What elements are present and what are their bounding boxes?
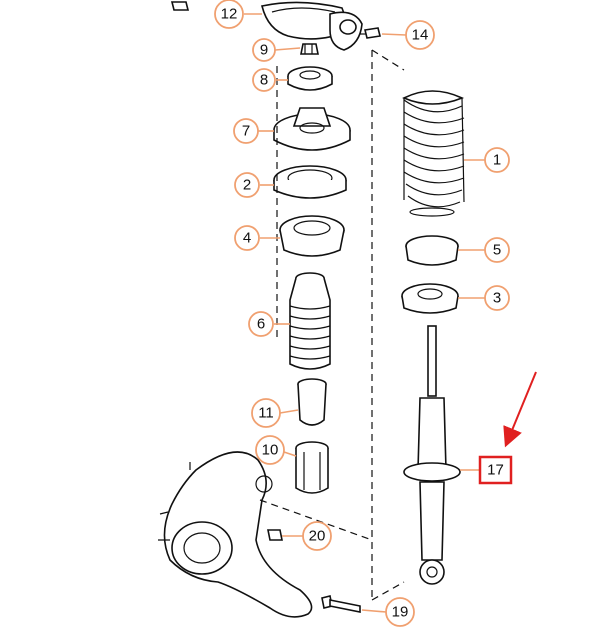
spring-seat-upper xyxy=(273,165,347,199)
callout-label: 7 xyxy=(242,123,250,140)
shock-absorber xyxy=(403,325,461,585)
highlighted-part-17: 17 xyxy=(478,455,513,485)
assembly-line-diagonal xyxy=(371,49,405,601)
strut-mount xyxy=(261,1,363,51)
coil-spring xyxy=(402,90,465,217)
highlight-label: 17 xyxy=(487,462,504,479)
spring-seat-lower xyxy=(405,235,459,266)
callout-label: 19 xyxy=(392,604,409,621)
callout-label: 4 xyxy=(243,230,251,247)
upper-spring-plate xyxy=(273,107,351,151)
callout-label: 9 xyxy=(260,42,268,59)
callout-label: 3 xyxy=(493,290,501,307)
callout-label: 1 xyxy=(493,152,501,169)
knuckle-nut xyxy=(267,529,283,541)
callout-6: 6 xyxy=(248,311,274,337)
callout-label: 5 xyxy=(493,242,501,259)
callout-label: 20 xyxy=(309,528,326,545)
lower-spring-plate xyxy=(401,283,459,314)
callout-20: 20 xyxy=(302,521,332,551)
callout-label: 8 xyxy=(260,72,268,89)
damper-bushing xyxy=(295,441,329,494)
callout-label: 2 xyxy=(243,177,251,194)
callout-1: 1 xyxy=(484,147,510,173)
upper-nut xyxy=(170,1,190,11)
protective-cap-ring xyxy=(279,215,345,257)
steering-knuckle xyxy=(158,451,313,618)
callout-5: 5 xyxy=(484,237,510,263)
callout-3: 3 xyxy=(484,285,510,311)
assembly-line-knuckle xyxy=(259,499,373,541)
callout-8: 8 xyxy=(252,68,276,92)
strut-bearing xyxy=(287,66,333,91)
callout-label: 12 xyxy=(221,6,238,23)
callout-7: 7 xyxy=(233,118,259,144)
callout-19: 19 xyxy=(385,597,415,627)
callout-4: 4 xyxy=(234,225,260,251)
callout-11: 11 xyxy=(251,398,281,428)
stop-buffer xyxy=(297,378,327,426)
pointer-arrow xyxy=(503,371,537,448)
callout-14: 14 xyxy=(405,20,435,50)
callout-9: 9 xyxy=(252,38,276,62)
mount-bolt xyxy=(360,27,381,39)
callout-label: 6 xyxy=(257,316,265,333)
callout-2: 2 xyxy=(234,172,260,198)
callout-12: 12 xyxy=(214,0,244,29)
protective-bellows xyxy=(289,272,331,370)
leader-lines xyxy=(244,13,490,613)
self-locking-nut xyxy=(300,43,319,55)
callout-label: 10 xyxy=(262,442,279,459)
callout-10: 10 xyxy=(255,435,285,465)
knuckle-bolt xyxy=(321,595,361,613)
callout-label: 11 xyxy=(258,405,274,422)
callout-label: 14 xyxy=(412,27,429,44)
